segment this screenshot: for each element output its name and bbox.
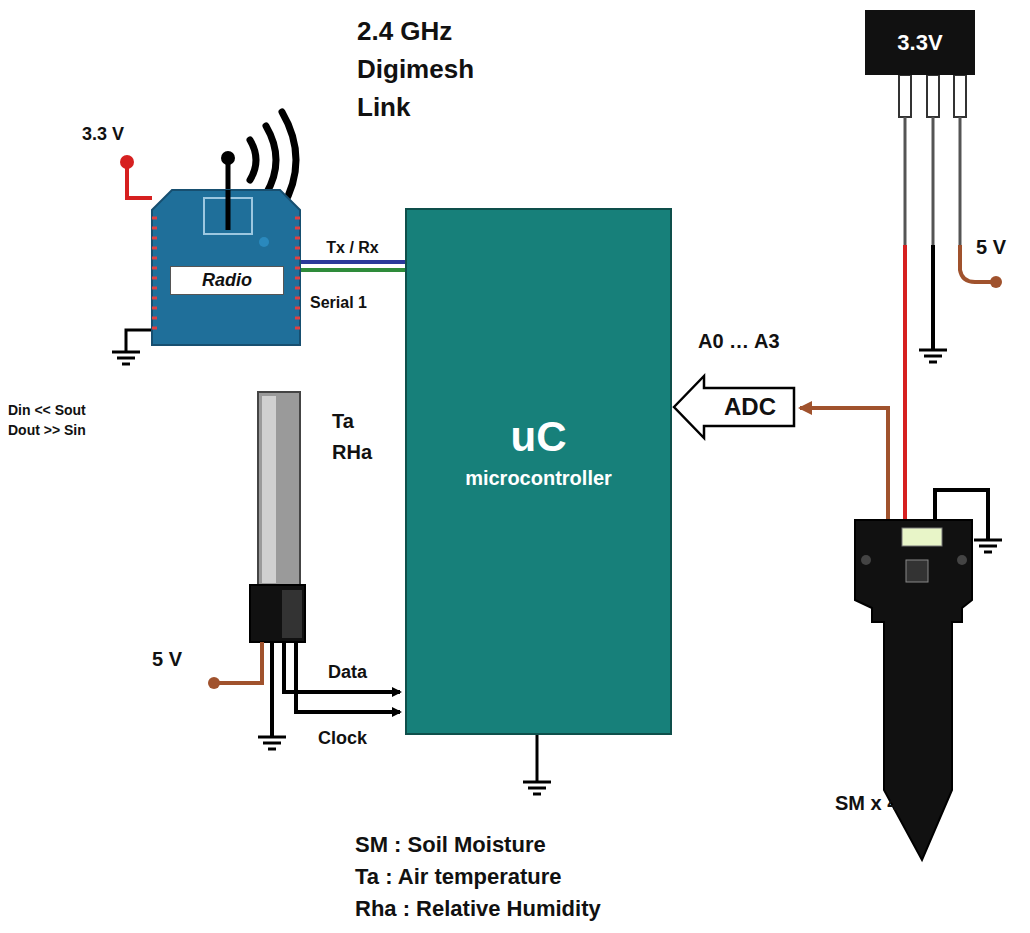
serial-link (300, 262, 405, 270)
radio-label: Radio (171, 270, 283, 291)
voltage-regulator: 3.3V (865, 10, 975, 75)
ground-symbol (523, 735, 551, 794)
th-sensor (250, 392, 305, 642)
microcontroller-box: uC microcontroller (405, 208, 672, 735)
probe-wires (800, 245, 1002, 540)
sensor-wires (208, 642, 400, 736)
ground-symbol (258, 737, 286, 749)
legend-note: Rha : Relative Humidity (355, 896, 601, 922)
signal-name: RHa (332, 441, 372, 464)
pin-mapping: Din << Sout (8, 402, 86, 418)
part-count: SM x 4 (835, 792, 898, 815)
radio-module: Radio (152, 190, 300, 345)
edge-label: Tx / Rx (326, 239, 378, 257)
pin-mapping: Dout >> Sin (8, 422, 86, 438)
signal-name: Ta (332, 410, 354, 433)
radio-label-box: Radio (170, 266, 284, 295)
pin-range: A0 … A3 (698, 330, 780, 353)
ground-symbol (112, 330, 152, 364)
legend-note: Ta : Air temperature (355, 864, 562, 890)
voltage-label: 3.3 V (82, 124, 124, 145)
regulator-label: 3.3V (897, 30, 942, 56)
voltage-label: 5 V (152, 648, 182, 671)
voltage-label: 5 V (976, 236, 1006, 259)
signal-name: Clock (318, 728, 367, 749)
chip-caption: microcontroller (465, 467, 612, 490)
adc-arrow: ADC (672, 374, 796, 440)
port-name: Serial 1 (310, 294, 367, 312)
supply-wire (120, 155, 152, 198)
link-title: 2.4 GHz Digimesh Link (357, 12, 507, 126)
legend-note: SM : Soil Moisture (355, 832, 546, 858)
adc-label: ADC (724, 393, 776, 421)
signal-name: Data (328, 662, 367, 683)
antenna (221, 151, 235, 195)
regulator-legs (899, 75, 966, 245)
chip-name: uC (511, 413, 567, 461)
